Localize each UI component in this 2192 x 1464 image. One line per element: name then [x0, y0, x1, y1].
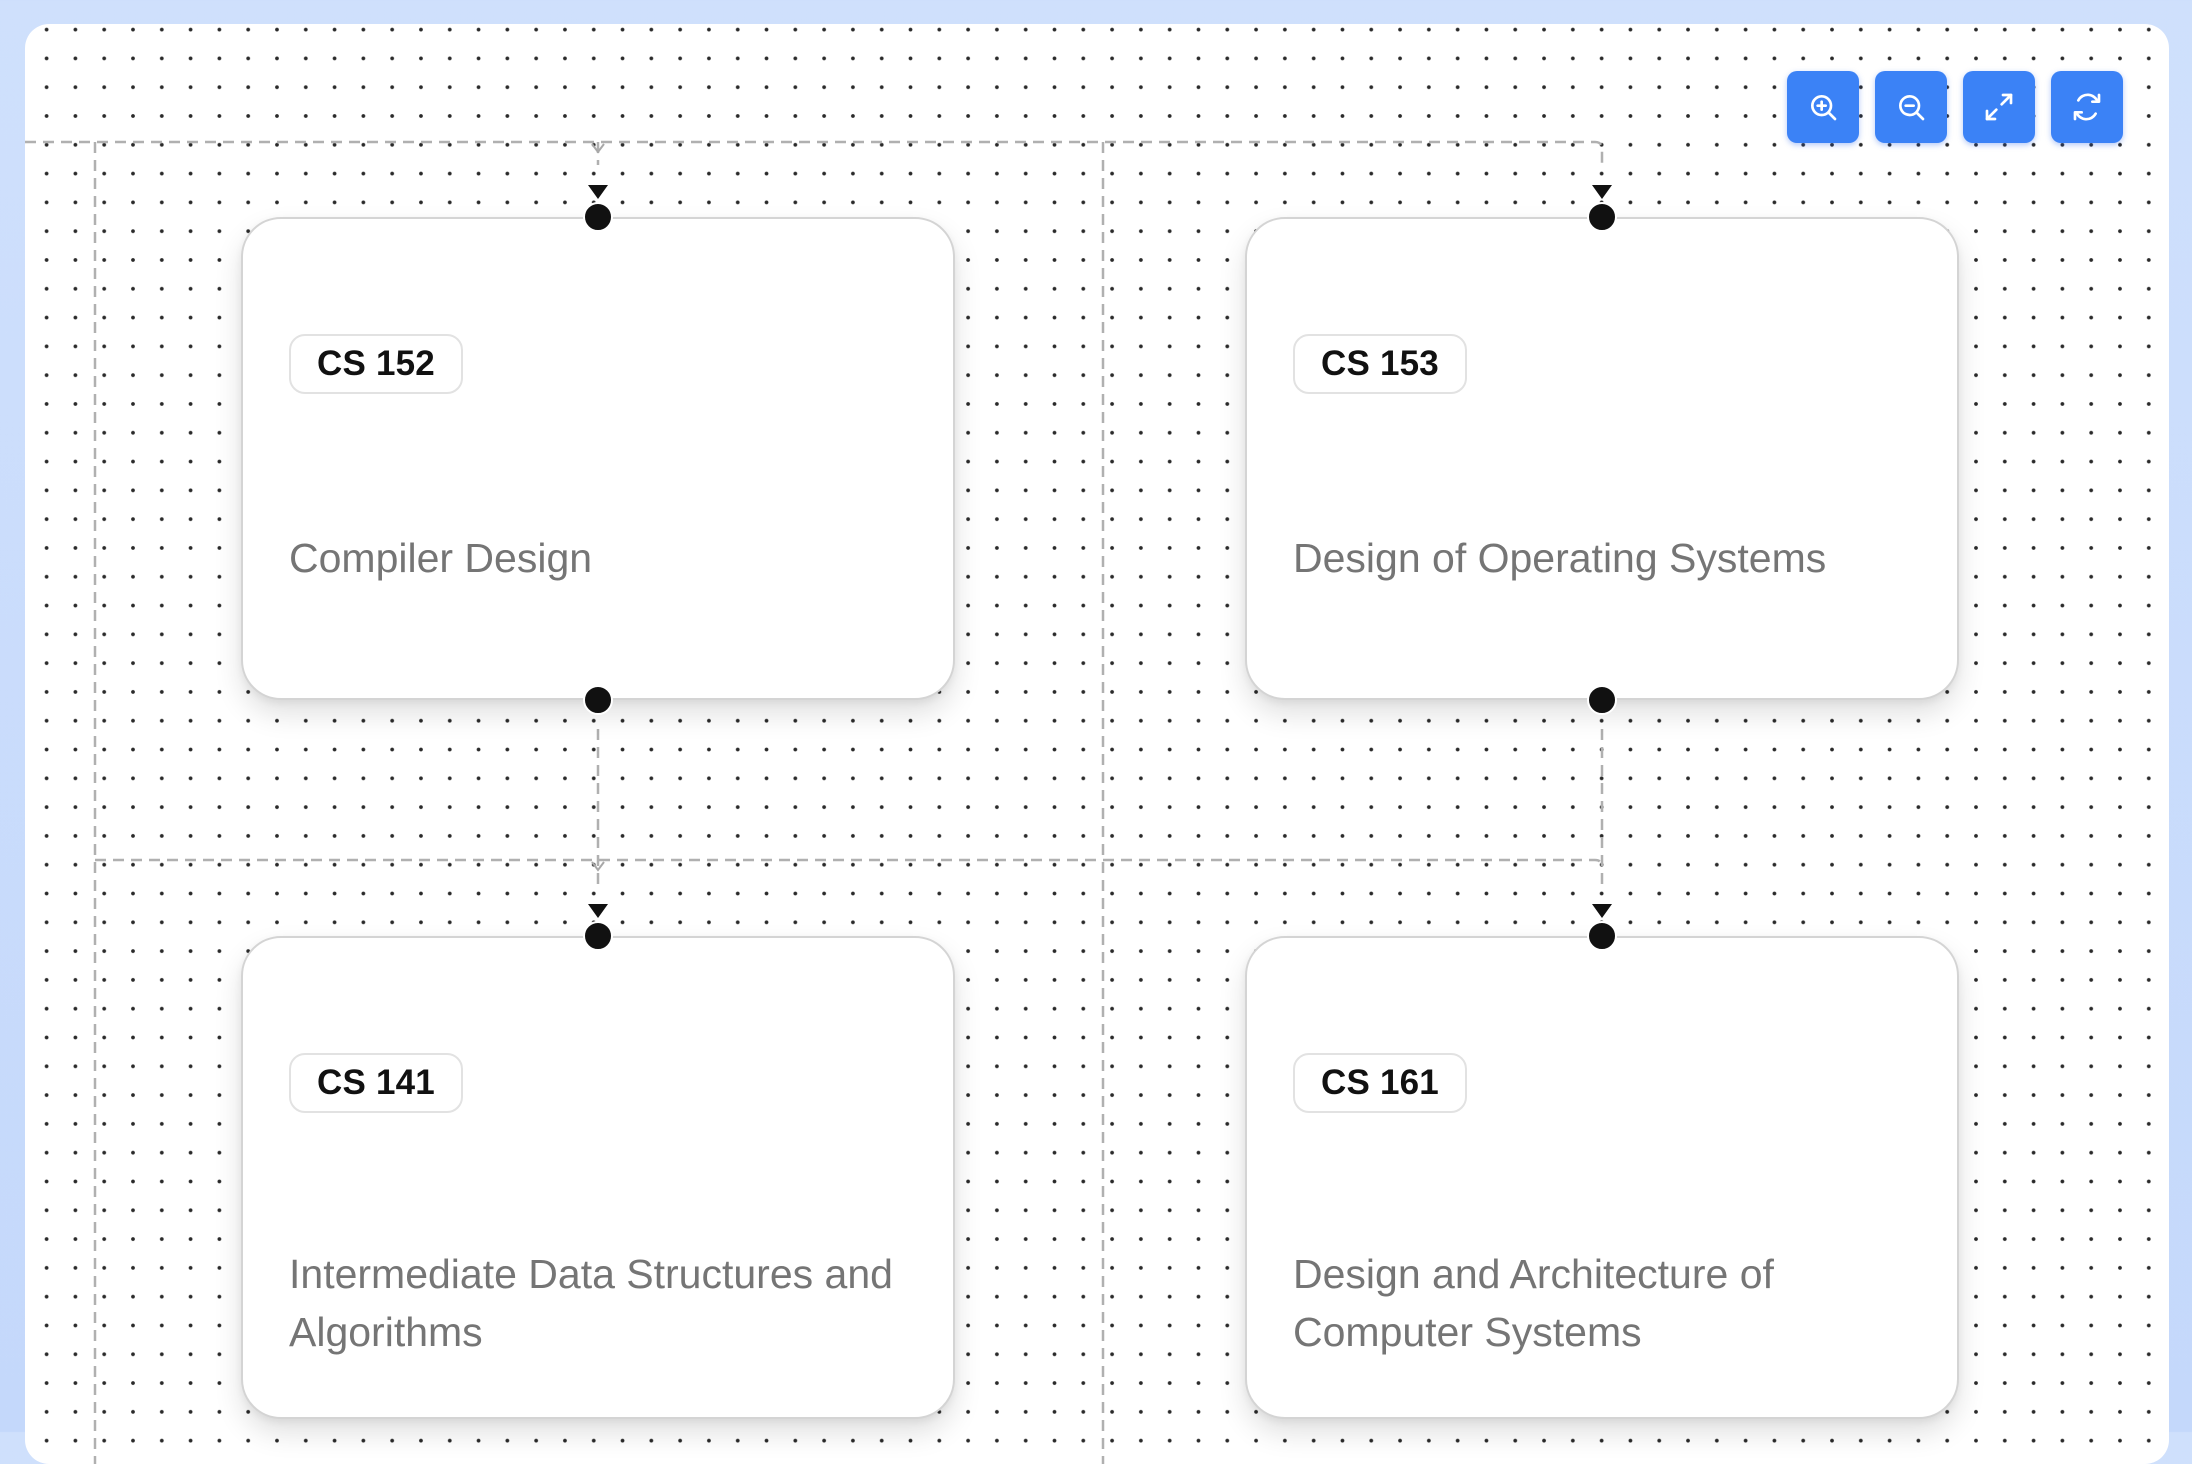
course-title: Intermediate Data Structures and Algorit…: [289, 1251, 893, 1355]
source-handle-cs153[interactable]: [1587, 685, 1617, 715]
course-node-cs141[interactable]: CS 141 Intermediate Data Structures and …: [241, 936, 955, 1419]
zoom-out-button[interactable]: [1875, 71, 1947, 143]
target-handle-cs152[interactable]: [583, 202, 613, 232]
zoom-toolbar: [1787, 71, 2123, 143]
edge-frame-middle: [95, 858, 1604, 868]
course-code-badge: CS 141: [289, 1053, 463, 1113]
arrowhead-cs141: [588, 904, 608, 918]
zoom-out-icon: [1899, 95, 1925, 121]
zoom-in-icon: [1811, 95, 1837, 121]
flow-canvas[interactable]: CS 152 Compiler Design CS 153 Design of …: [25, 24, 2169, 1464]
edge-arrow-open-middle: [591, 861, 605, 872]
target-handle-cs141[interactable]: [583, 921, 613, 951]
expand-icon: [1985, 93, 2013, 121]
target-handle-cs153[interactable]: [1587, 202, 1617, 232]
course-code-badge: CS 153: [1293, 334, 1467, 394]
zoom-in-button[interactable]: [1787, 71, 1859, 143]
course-title: Compiler Design: [289, 535, 593, 581]
course-code-badge: CS 161: [1293, 1053, 1467, 1113]
arrowhead-cs152: [588, 185, 608, 199]
target-handle-cs161[interactable]: [1587, 921, 1617, 951]
reset-view-button[interactable]: [2051, 71, 2123, 143]
arrowhead-cs161: [1592, 904, 1612, 918]
edges-layer: [25, 140, 1612, 1464]
fit-view-button[interactable]: [1963, 71, 2035, 143]
source-handle-cs152[interactable]: [583, 685, 613, 715]
course-node-cs152[interactable]: CS 152 Compiler Design: [241, 217, 955, 700]
course-title: Design and Architecture of Computer Syst…: [1293, 1251, 1774, 1355]
refresh-icon: [2073, 93, 2101, 121]
course-node-cs161[interactable]: CS 161 Design and Architecture of Comput…: [1245, 936, 1959, 1419]
edge-frame-top: [25, 140, 1604, 165]
course-code-badge: CS 152: [289, 334, 463, 394]
course-node-cs153[interactable]: CS 153 Design of Operating Systems: [1245, 217, 1959, 700]
edge-arrow-open-top: [591, 143, 605, 154]
arrowhead-cs153: [1592, 185, 1612, 199]
course-title: Design of Operating Systems: [1293, 535, 1827, 581]
